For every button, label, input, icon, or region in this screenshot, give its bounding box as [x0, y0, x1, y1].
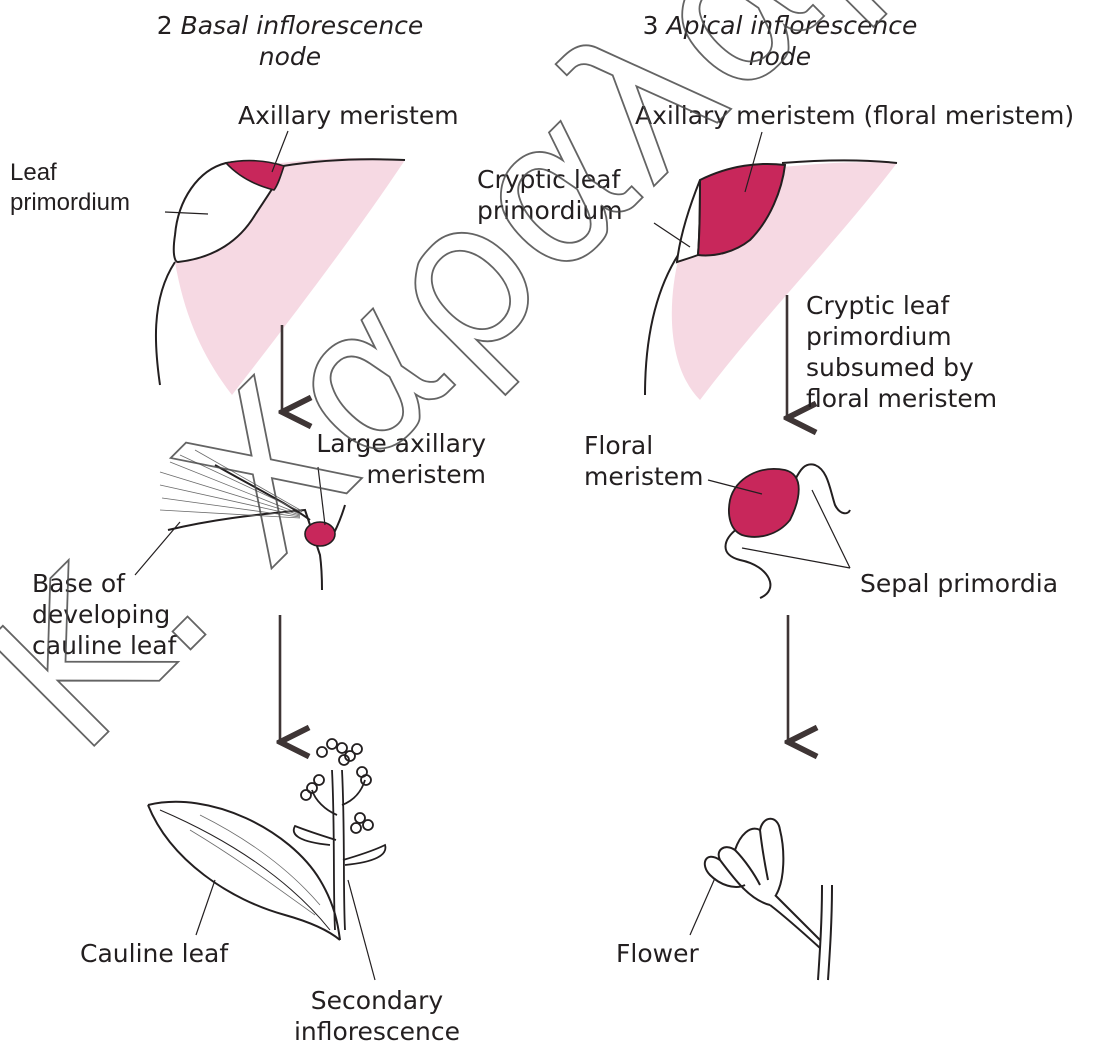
label-flower: Flower [616, 938, 699, 969]
label-base-cauline-line-3: cauline leaf [32, 631, 176, 660]
label-cauline-leaf: Cauline leaf [80, 938, 228, 969]
header-apical-title-1: Apical inflorescence [666, 11, 917, 40]
header-apical-title-2: node [749, 42, 811, 71]
leader-secondary [348, 880, 375, 980]
label-subsumed-line-1: Cryptic leaf [806, 291, 949, 320]
label-secondary-line-1: Secondary [311, 986, 443, 1015]
label-subsumed-line-3: subsumed by [806, 353, 974, 382]
label-cryptic-leaf: Cryptic leaf primordium [477, 164, 623, 226]
label-base-cauline-line-1: Base of [32, 569, 125, 598]
header-apical-number: 3 [643, 11, 659, 40]
label-base-cauline-line-2: developing [32, 600, 170, 629]
label-sepal-primordia: Sepal primordia [860, 568, 1058, 599]
label-axillary-meristem: Axillary meristem [238, 100, 459, 131]
leader-sepal-1 [742, 548, 850, 568]
label-leaf-primordium: Leaf primordium [10, 158, 130, 218]
label-axillary-floral: Axillary meristem (floral meristem) [635, 100, 1074, 131]
label-secondary-line-2: inflorescence [294, 1017, 460, 1046]
header-basal-title-1: Basal inflorescence [181, 11, 424, 40]
label-floral-meristem-line-1: Floral [584, 431, 653, 460]
label-subsumed-line-2: primordium [806, 322, 952, 351]
leader-sepal-2 [812, 490, 850, 568]
label-large-axillary-line-2: meristem [366, 460, 486, 489]
label-large-axillary: Large axillary meristem [302, 428, 486, 490]
cryptic-leaf-primordium-shape [677, 180, 700, 262]
header-apical: 3 Apical inflorescence node [630, 10, 930, 72]
label-secondary-inflorescence: Secondary inflorescence [282, 985, 472, 1047]
label-base-cauline: Base of developing cauline leaf [32, 568, 176, 661]
label-leaf-primordium-line-1: Leaf [10, 159, 57, 186]
flower-drawing [705, 819, 832, 980]
label-large-axillary-line-1: Large axillary [316, 429, 486, 458]
label-leaf-primordium-line-2: primordium [10, 189, 130, 216]
label-cryptic-leaf-line-2: primordium [477, 196, 623, 225]
floral-meristem-shape-2 [729, 469, 799, 537]
secondary-inflorescence-drawing [294, 739, 386, 930]
label-floral-meristem-line-2: meristem [584, 462, 704, 491]
header-basal: 2 Basal inflorescence node [140, 10, 440, 72]
leader-flower [690, 878, 715, 935]
label-subsumed: Cryptic leaf primordium subsumed by flor… [806, 290, 997, 414]
label-floral-meristem: Floral meristem [584, 430, 704, 492]
large-axillary-meristem-shape [305, 522, 335, 546]
header-basal-number: 2 [157, 11, 173, 40]
label-subsumed-line-4: floral meristem [806, 384, 997, 413]
header-basal-title-2: node [259, 42, 321, 71]
cauline-leaf-drawing [148, 802, 340, 940]
label-cryptic-leaf-line-1: Cryptic leaf [477, 165, 620, 194]
leader-cauline-leaf [196, 880, 215, 935]
